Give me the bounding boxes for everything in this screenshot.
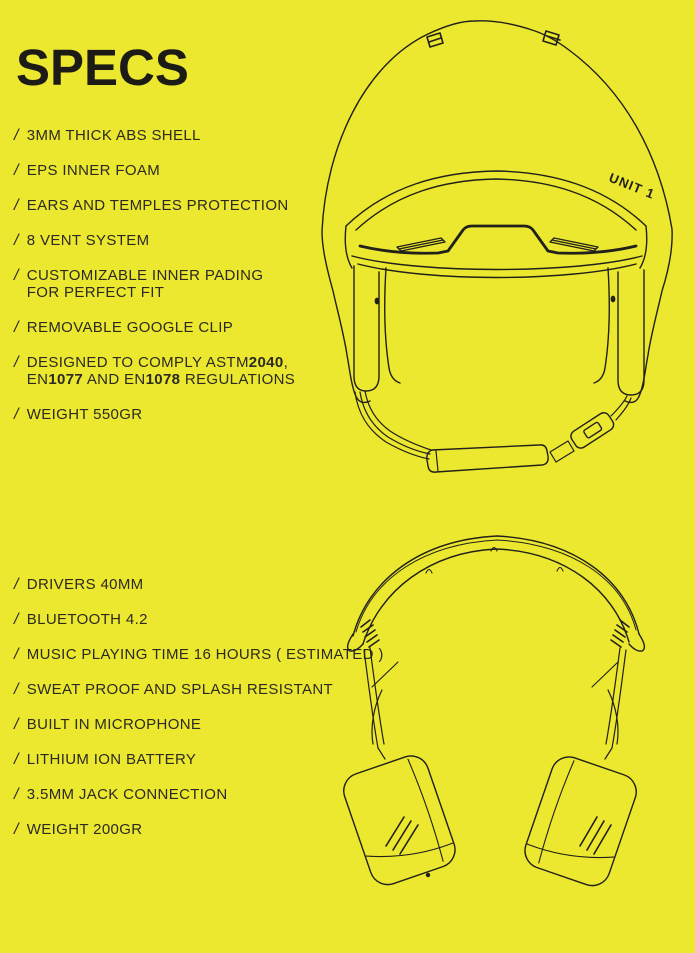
helmet-chin-strap [354, 390, 632, 473]
spec-item-text: WEIGHT 550GR [26, 406, 143, 423]
spec-item: / WEIGHT 550GR [14, 406, 384, 423]
headphones-headband [346, 535, 646, 688]
spec-item: / 3MM THICK ABS SHELL [14, 127, 384, 144]
slash-bullet: / [14, 681, 19, 698]
slash-bullet: / [14, 232, 19, 249]
spec-item: / MUSIC PLAYING TIME 16 HOURS ( ESTIMATED… [14, 646, 384, 663]
slash-bullet: / [14, 821, 19, 838]
spec-item-text: BUILT IN MICROPHONE [26, 716, 202, 733]
spec-item: / SWEAT PROOF AND SPLASH RESISTANT [14, 681, 384, 698]
slash-bullet: / [14, 319, 19, 336]
spec-item-text: 8 VENT SYSTEM [26, 232, 150, 249]
slash-bullet: / [14, 267, 19, 284]
spec-item-text: DRIVERS 40MM [26, 576, 144, 593]
spec-item: / WEIGHT 200GR [14, 821, 384, 838]
spec-item-text: MUSIC PLAYING TIME 16 HOURS ( ESTIMATED … [26, 646, 384, 663]
slash-bullet: / [14, 751, 19, 768]
spec-item-text: DESIGNED TO COMPLY ASTM2040,EN1077 AND E… [26, 354, 296, 388]
spec-item-text: SWEAT PROOF AND SPLASH RESISTANT [26, 681, 334, 698]
slash-bullet: / [14, 127, 19, 144]
spec-item: / BUILT IN MICROPHONE [14, 716, 384, 733]
spec-item-text: EARS AND TEMPLES PROTECTION [26, 197, 289, 214]
slash-bullet: / [14, 576, 19, 593]
spec-item: / LITHIUM ION BATTERY [14, 751, 384, 768]
helmet-top-vents [426, 30, 561, 48]
spec-item-text: LITHIUM ION BATTERY [26, 751, 197, 768]
spec-item-text: REMOVABLE GOOGLE CLIP [26, 319, 234, 336]
spec-item: / 3.5MM JACK CONNECTION [14, 786, 384, 803]
slash-bullet: / [14, 354, 19, 371]
slash-bullet: / [14, 162, 19, 179]
spec-item: / EPS INNER FOAM [14, 162, 384, 179]
helmet-spec-list: / 3MM THICK ABS SHELL / EPS INNER FOAM / EARS… [14, 127, 384, 441]
helmet-ear-pads [353, 265, 645, 396]
headphone-spec-list: / DRIVERS 40MM / BLUETOOTH 4.2 / MUSIC PLAYIN… [14, 576, 384, 856]
spec-item: / DRIVERS 40MM [14, 576, 384, 593]
slash-bullet: / [14, 646, 19, 663]
helmet-illustration: UNIT 1 [321, 20, 673, 473]
slash-bullet: / [14, 611, 19, 628]
spec-item: / 8 VENT SYSTEM [14, 232, 384, 249]
helmet-shell-outline [321, 20, 673, 404]
slash-bullet: / [14, 716, 19, 733]
spec-item: / EARS AND TEMPLES PROTECTION [14, 197, 384, 214]
headphones-ear-cup-left [343, 755, 456, 886]
spec-item-text: BLUETOOTH 4.2 [26, 611, 148, 628]
spec-item-text: EPS INNER FOAM [26, 162, 161, 179]
brand-logo: UNIT 1 [607, 170, 657, 202]
page-title: SPECS [16, 39, 189, 96]
slash-bullet: / [14, 197, 19, 214]
slash-bullet: / [14, 406, 19, 423]
headphones-yokes [363, 647, 627, 760]
spec-item-text: 3MM THICK ABS SHELL [26, 127, 201, 144]
spec-item: / DESIGNED TO COMPLY ASTM2040,EN1077 AND … [14, 354, 384, 388]
spec-item-text: 3.5MM JACK CONNECTION [26, 786, 228, 803]
slash-bullet: / [14, 786, 19, 803]
helmet-goggle [344, 170, 648, 279]
headphones-illustration [343, 535, 646, 887]
spec-item: / BLUETOOTH 4.2 [14, 611, 384, 628]
headphones-ear-cup-right [524, 756, 637, 887]
spec-item-text: WEIGHT 200GR [26, 821, 143, 838]
spec-item: / REMOVABLE GOOGLE CLIP [14, 319, 384, 336]
